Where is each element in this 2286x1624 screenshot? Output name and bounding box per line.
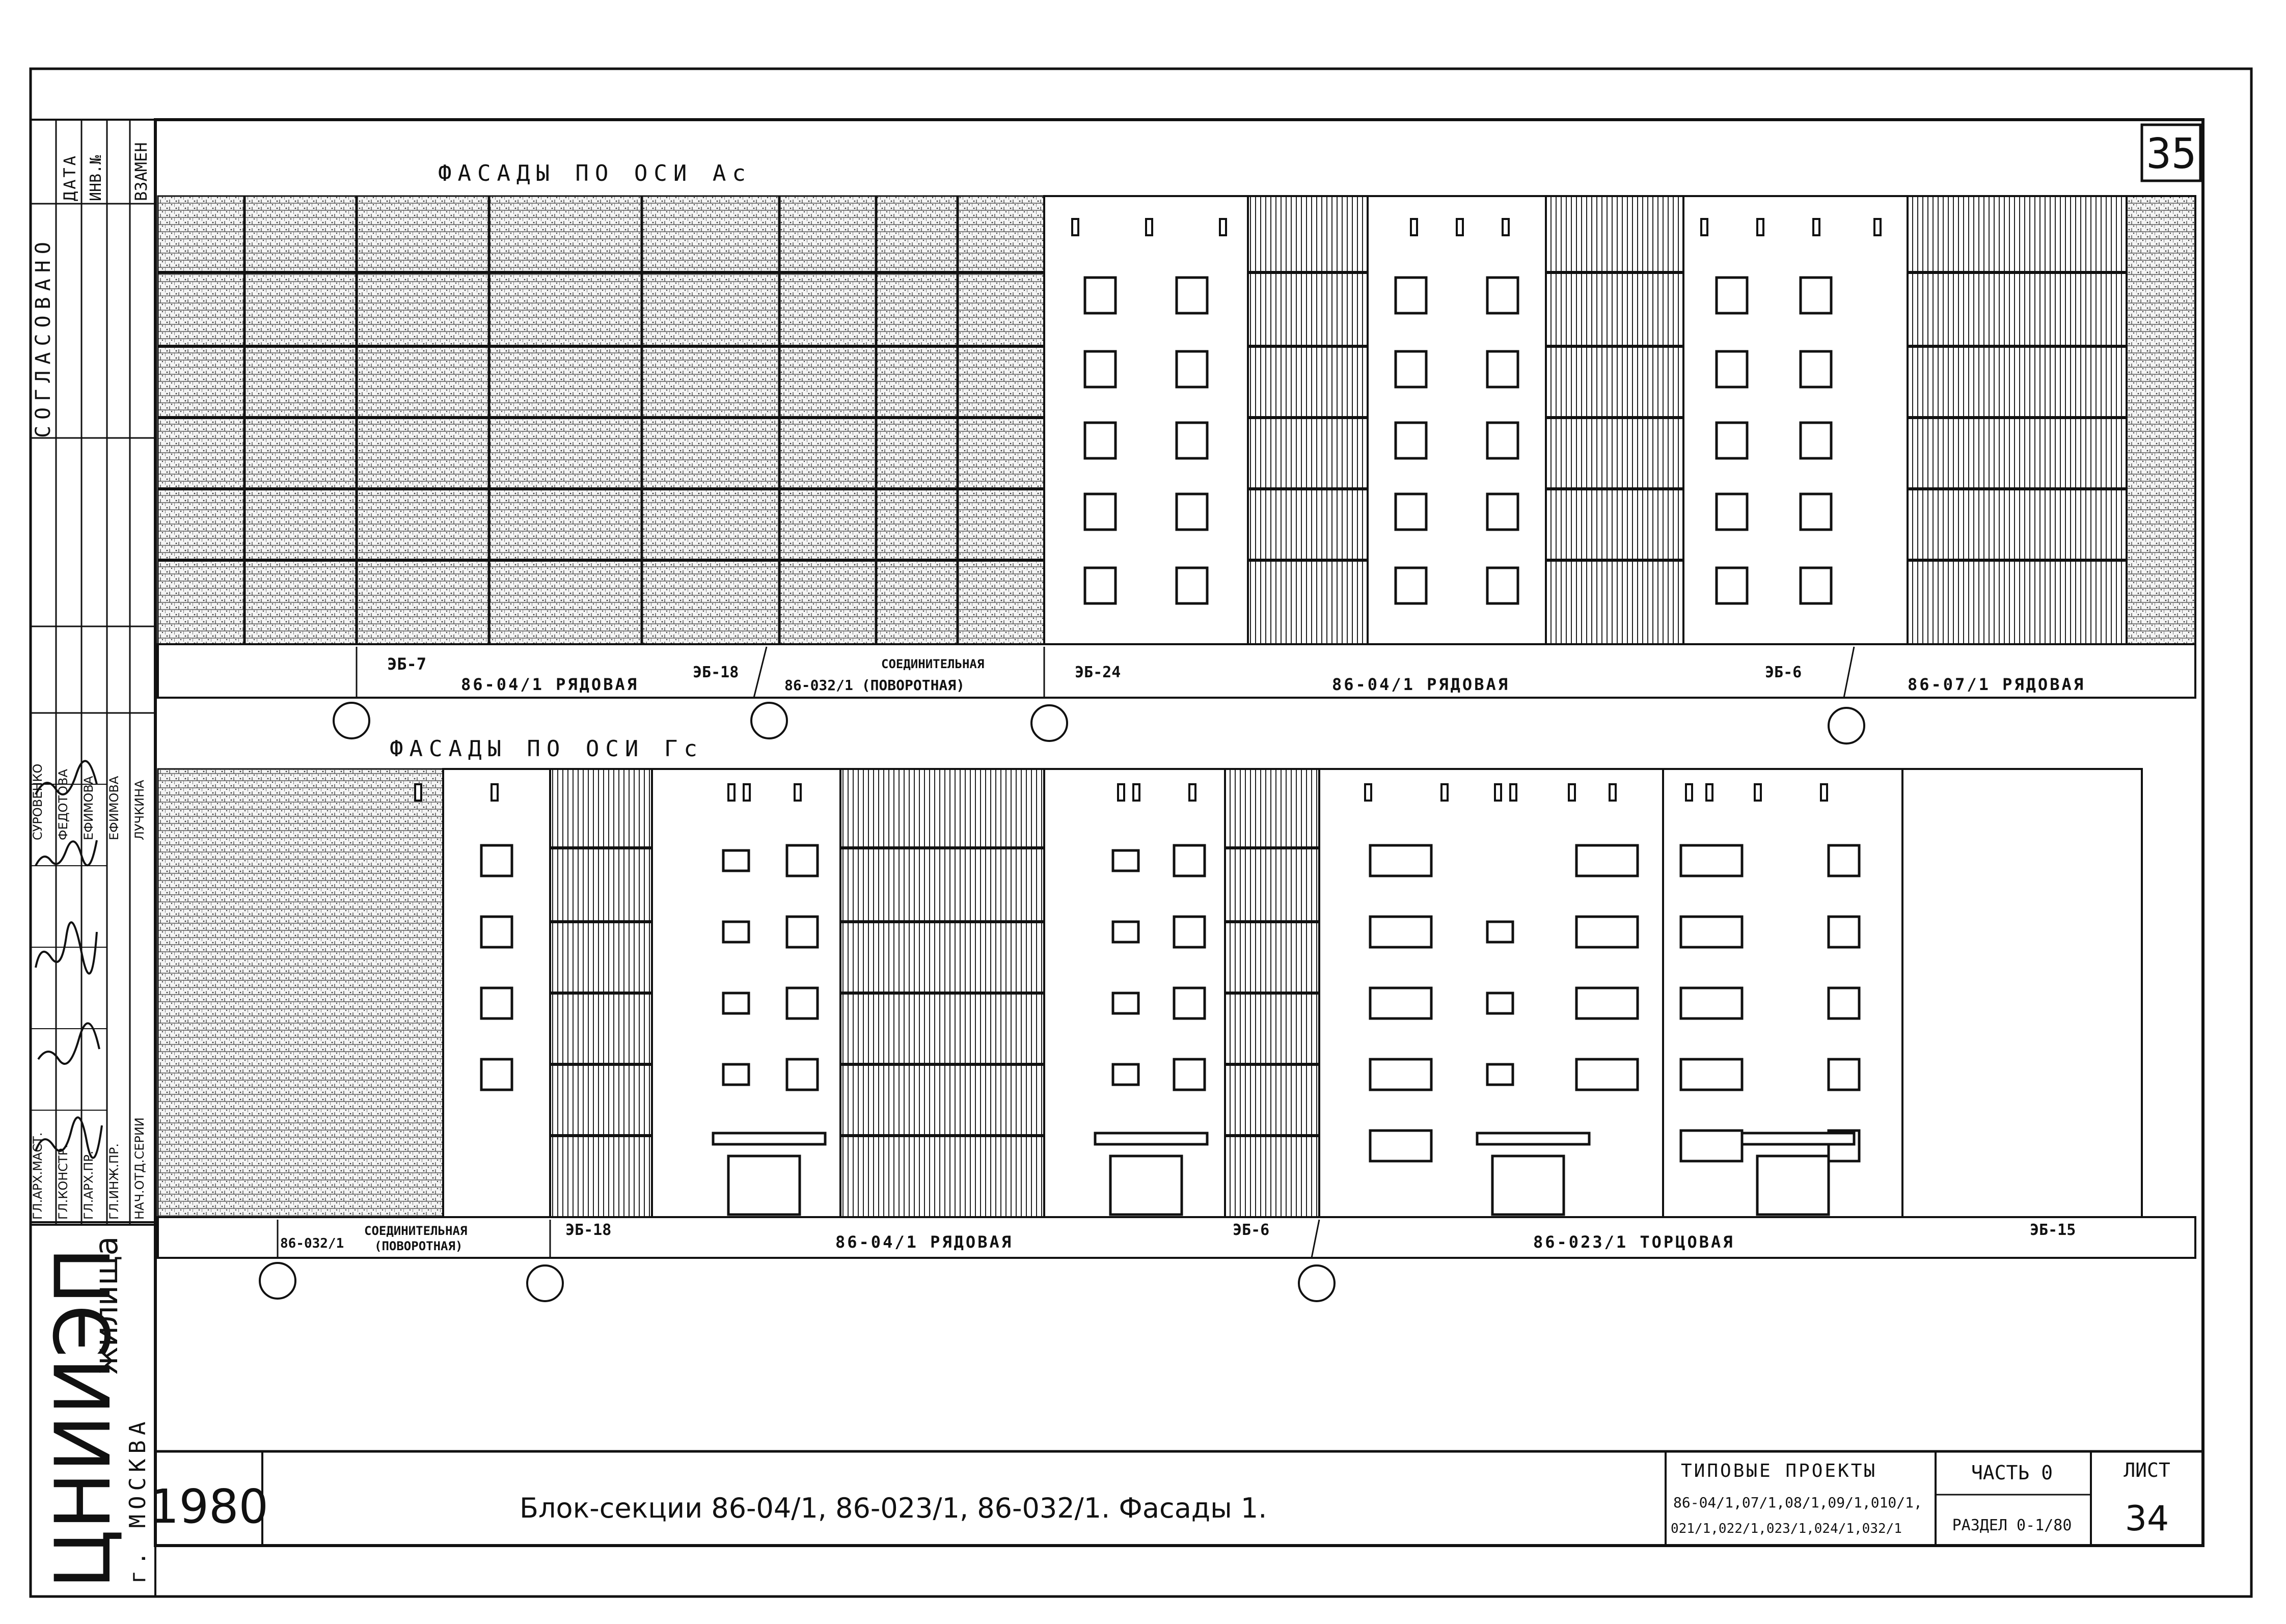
organization-city: г. МОСКВА [125, 1417, 151, 1584]
signature-role-3: ГЛ.АРХ.ПР. [81, 1151, 96, 1220]
facade-2-mark-3: ЭБ-15 [2030, 1221, 2076, 1239]
project-list-2: 021/1,022/1,023/1,024/1,032/1 [1671, 1521, 1902, 1536]
organization-block: ЦНИИЭП жилища г. МОСКВА [30, 1224, 156, 1598]
facade-2-section-empty [1901, 768, 2143, 1218]
part-label: ЧАСТЬ 0 [1971, 1462, 2053, 1484]
agreed-header: СОГЛАСОВАНО [32, 236, 55, 438]
facade-1-end-wall [2126, 195, 2196, 645]
facade-2-attic-vents [414, 783, 1828, 802]
facade-1-section-4: 86-07/1 РЯДОВАЯ [1908, 675, 2085, 694]
facade-2-section-3: 86-023/1 ТОРЦОВАЯ [1533, 1232, 1735, 1252]
facade-1-section-3: 86-04/1 РЯДОВАЯ [1332, 675, 1510, 694]
facade-2-axis-markers [259, 1262, 1336, 1302]
facade-2-turning: (ПОВОРОТНАЯ) [374, 1239, 462, 1253]
organization-suffix: жилища [88, 1236, 125, 1375]
inv-header: ИНВ.№ [87, 155, 105, 201]
approval-strip: СОГЛАСОВАНО ДАТА ИНВ.№ ВЗАМЕН ГЛ.АРХ.МАС… [30, 119, 156, 1226]
signature-role-4: ГЛ.ИНЖ.ПР. [107, 1143, 121, 1220]
facade-1-axis-markers [333, 702, 1865, 745]
facade-2-windows [480, 844, 1861, 1163]
facade-1-mark-3: ЭБ-24 [1075, 664, 1121, 681]
facade-1-section-white-1 [1043, 195, 1249, 645]
facade-2-entrances [712, 1132, 1856, 1216]
facade-1-mark-1: ЭБ-7 [387, 654, 426, 674]
signature-name-3: ЕФИМОВА [81, 776, 96, 840]
facade-1-ground-band [157, 643, 2196, 699]
facade-2-mark-1: ЭБ-18 [565, 1221, 611, 1239]
handwritten-signatures [35, 760, 103, 1159]
replaced-header: ВЗАМЕН [131, 142, 151, 201]
facade-2-section-1: 86-032/1 [280, 1236, 344, 1251]
section-label: РАЗДЕЛ 0-1/80 [1952, 1517, 2072, 1534]
facade-title-2: ФАСАДЫ ПО ОСИ Гс [390, 736, 703, 762]
facade-2: 86-032/1 СОЕДИНИТЕЛЬНАЯ (ПОВОРОТНАЯ) ЭБ-… [157, 768, 2196, 1302]
facade-1-mark-4: ЭБ-6 [1765, 664, 1802, 681]
facade-1-shaded-section [157, 195, 1045, 645]
facade-1-shaded-dividers [243, 196, 959, 644]
signature-role-5: НАЧ.ОТД.СЕРИИ [132, 1117, 147, 1220]
sheet-value: 34 [2125, 1499, 2169, 1539]
sheet-number-box [2140, 123, 2202, 182]
project-list-1: 86-04/1,07/1,08/1,09/1,010/1, [1673, 1494, 1922, 1511]
facade-1-loggias-1 [1247, 195, 1369, 645]
facade-1-connecting: СОЕДИНИТЕЛЬНАЯ [881, 657, 984, 671]
signature-role-2: ГЛ.КОНСТР. [56, 1144, 70, 1220]
title-year: 1980 [149, 1479, 268, 1534]
project-label: ТИПОВЫЕ ПРОЕКТЫ [1681, 1461, 1877, 1481]
title-block: 1980 Блок-секции 86-04/1, 86-023/1, 86-0… [149, 1450, 2205, 1547]
facade-2-mark-2: ЭБ-6 [1233, 1221, 1269, 1239]
facade-1-loggias-2 [1545, 195, 1684, 645]
facade-2-connecting: СОЕДИНИТЕЛЬНАЯ [364, 1224, 467, 1238]
facade-1-windows [1083, 276, 1833, 605]
facade-1-mark-2: ЭБ-18 [693, 664, 739, 681]
drawing-title: Блок-секции 86-04/1, 86-023/1, 86-032/1.… [520, 1492, 1267, 1524]
sheet-label: ЛИСТ [2124, 1459, 2170, 1481]
organization-name: ЦНИИЭП [39, 1247, 128, 1589]
facade-2-section-2: 86-04/1 РЯДОВАЯ [835, 1232, 1013, 1252]
sheet-number: 35 [2146, 130, 2197, 178]
facade-1-floor-lines [158, 271, 2127, 562]
signature-list: ГЛ.АРХ.МАСТ. СУРОВЕНКО ГЛ.КОНСТР. ФЕДОТО… [31, 764, 147, 1220]
signature-name-4: ЕФИМОВА [107, 776, 121, 840]
facade-1-section-1: 86-04/1 РЯДОВАЯ [461, 675, 639, 694]
facade-1-section-2: 86-032/1 (ПОВОРОТНАЯ) [784, 677, 965, 694]
facade-1-loggias-3 [1907, 195, 2128, 645]
date-header: ДАТА [60, 154, 79, 201]
facade-2-floor-lines [550, 846, 1319, 1137]
signature-name-5: ЛУЧКИНА [132, 780, 147, 840]
facade-title-1: ФАСАДЫ ПО ОСИ Ас [438, 160, 752, 186]
signature-name-1: СУРОВЕНКО [31, 764, 45, 840]
facade-2-ground-band [157, 1216, 2196, 1259]
facade-1-attic-vents [1071, 218, 1882, 236]
signature-name-2: ФЕДОТОВА [56, 769, 70, 840]
facade-1: ЭБ-7 86-04/1 РЯДОВАЯ ЭБ-18 СОЕДИНИТЕЛЬНА… [157, 195, 2196, 745]
facade-2-shaded-section [157, 768, 444, 1218]
